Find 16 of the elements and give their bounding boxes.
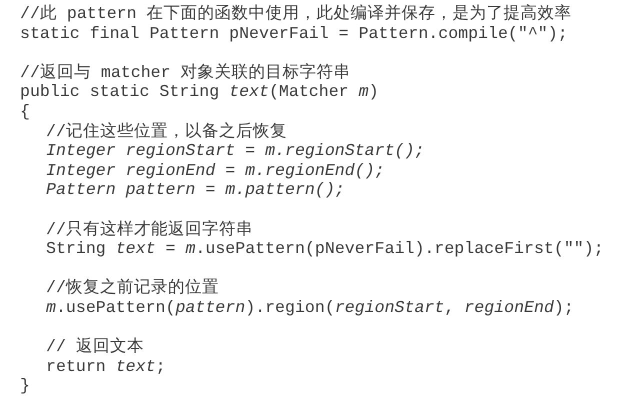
code-line: return text; [46,356,166,376]
code-line: m.usePattern(pattern).region(regionStart, regionEnd); [46,298,574,317]
code-comment: //此 pattern 在下面的函数中使用，此处编译并保存，是为了提高效率 [20,4,572,23]
code-line: } [20,376,30,396]
code-line: String text = m.usePattern(pNeverFail).replaceFirst(""); [46,239,604,258]
code-line: { [20,102,30,121]
code-comment: //恢复之前记录的位置 [46,278,219,298]
code-comment: // 返回文本 [46,337,144,356]
code-line: static final Pattern pNeverFail = Pattern.compile("^"); [20,24,568,43]
code-line: Integer regionEnd = m.regionEnd(); [46,160,385,180]
code-line: Pattern pattern = m.pattern(); [46,180,345,200]
code-comment: //返回与 matcher 对象关联的目标字符串 [20,62,351,82]
code-line: Integer regionStart = m.regionStart(); [46,141,424,160]
code-comment: //记住这些位置，以备之后恢复 [46,122,287,141]
code-line: public static String text(Matcher m) [20,82,379,102]
code-comment: //只有这样才能返回字符串 [46,220,253,239]
